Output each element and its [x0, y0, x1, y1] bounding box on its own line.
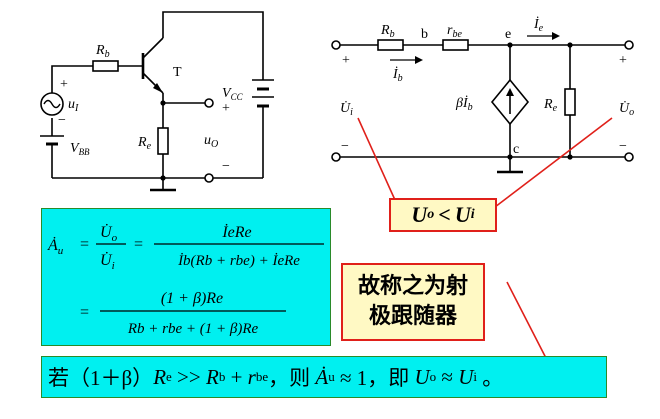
- ui-label: U̇i: [340, 100, 353, 118]
- svg-text:U̇i: U̇i: [100, 252, 115, 272]
- uo-eq-label: U̇o: [619, 100, 634, 118]
- rbe-label: rbe: [447, 23, 462, 40]
- svg-text:+: +: [60, 77, 68, 92]
- uo-label: uO: [204, 133, 218, 150]
- frac3-denominator: Rb + rbe + (1 + β)Re: [127, 321, 259, 337]
- svg-text:=: =: [80, 304, 89, 321]
- svg-text:=: =: [80, 236, 89, 253]
- ie-label: İe: [533, 16, 544, 34]
- svg-text:−: −: [58, 113, 66, 128]
- svg-text:−: −: [619, 139, 627, 154]
- node-e: e: [505, 27, 511, 42]
- gain-formula: Ȧu = U̇o U̇i = İeRe İb(Rb + rbe) + İeRe …: [47, 223, 324, 337]
- svg-text:−: −: [341, 139, 349, 154]
- re-label: Re: [137, 135, 152, 152]
- svg-text:+: +: [619, 53, 627, 68]
- transistor-label: T: [173, 65, 182, 80]
- svg-text:+: +: [342, 53, 350, 68]
- frac2-denominator: İb(Rb + rbe) + İeRe: [177, 253, 300, 269]
- source-label: βİb: [455, 95, 473, 113]
- ib-label: İb: [392, 66, 403, 84]
- rb-eq-label: Rb: [380, 23, 395, 40]
- gain-formula-box: Ȧu = U̇o U̇i = İeRe İb(Rb + rbe) + İeRe …: [41, 208, 331, 346]
- vbb-label: VBB: [70, 141, 90, 157]
- svg-text:=: =: [134, 236, 143, 253]
- vcc-label: VCC: [222, 86, 244, 102]
- small-signal-equivalent-circuit: Rb b rbe e İe İb + + U̇i U̇o βİb Re c − …: [331, 16, 634, 174]
- svg-text:−: −: [222, 159, 230, 174]
- svg-text:Ȧu: Ȧu: [47, 236, 64, 257]
- frac3-numerator: (1 + β)Re: [161, 290, 223, 307]
- u1-label: uI: [68, 97, 79, 114]
- rb-label: Rb: [95, 43, 110, 60]
- svg-text:+: +: [222, 101, 230, 116]
- node-c: c: [513, 142, 519, 157]
- re-eq-label: Re: [543, 97, 558, 114]
- frac2-numerator: İeRe: [221, 223, 251, 241]
- conclusion-line-1: 故称之为射: [357, 274, 468, 299]
- emitter-follower-circuit: Rb T + − uI VBB VCC Re + uO −: [40, 11, 274, 192]
- node-b: b: [421, 27, 428, 42]
- emitter-follower-conclusion-box: 故称之为射 极跟随器: [341, 263, 485, 341]
- svg-text:U̇o: U̇o: [100, 224, 118, 244]
- conclusion-line-2: 极跟随器: [368, 304, 457, 329]
